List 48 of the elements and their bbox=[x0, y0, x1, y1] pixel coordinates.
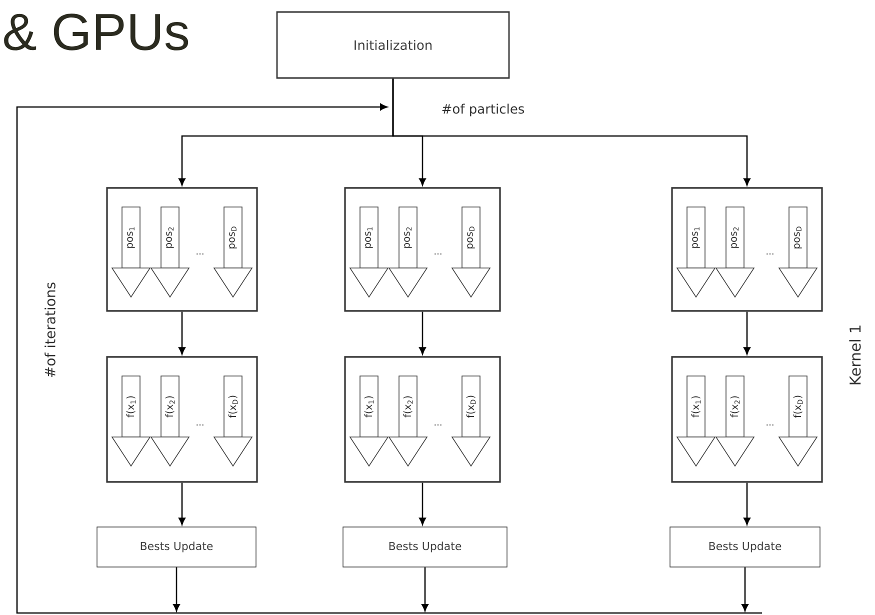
process-box: Bests Update bbox=[96, 526, 256, 568]
arrow bbox=[422, 567, 428, 612]
node-label: pos$_{2}$ bbox=[404, 227, 412, 248]
ellipsis: ... bbox=[196, 424, 204, 426]
ellipsis: ... bbox=[196, 253, 204, 255]
process-box: Initialization bbox=[276, 11, 510, 79]
arrow bbox=[178, 312, 186, 355]
axis-label: Kernel 1 bbox=[849, 326, 861, 384]
arrow bbox=[744, 312, 750, 355]
node-label: pos$_{2}$ bbox=[731, 227, 739, 248]
node-label: f(x$_{1}$) bbox=[126, 396, 136, 418]
node-label: f(x$_{1}$) bbox=[691, 396, 701, 418]
kernel-box bbox=[106, 356, 258, 483]
arrow bbox=[744, 482, 750, 525]
flow-label: #of particles bbox=[442, 104, 524, 116]
node-label: pos$_{D}$ bbox=[467, 226, 475, 248]
title: & GPUs bbox=[4, 14, 188, 50]
arrow bbox=[742, 567, 748, 612]
ellipsis: ... bbox=[766, 424, 774, 426]
node-label: f(x$_{2}$) bbox=[165, 396, 175, 418]
ellipsis: ... bbox=[434, 253, 442, 255]
process-box: Bests Update bbox=[670, 526, 820, 568]
node-label: f(x$_{D}$) bbox=[228, 396, 238, 418]
kernel-box bbox=[344, 356, 501, 483]
node-label: f(x$_{2}$) bbox=[403, 396, 413, 418]
kernel-box bbox=[106, 187, 258, 312]
node-label: pos$_{D}$ bbox=[229, 226, 237, 248]
node-label: pos$_{1}$ bbox=[692, 227, 700, 248]
node-label: f(x$_{2}$) bbox=[730, 396, 740, 418]
kernel-box bbox=[671, 187, 823, 312]
ellipsis: ... bbox=[766, 253, 774, 255]
node-label: f(x$_{D}$) bbox=[466, 396, 476, 418]
node-label: pos$_{1}$ bbox=[365, 227, 373, 248]
process-box: Bests Update bbox=[342, 526, 508, 568]
node-label: pos$_{1}$ bbox=[127, 227, 135, 248]
arrow bbox=[173, 567, 180, 612]
arrow bbox=[392, 78, 750, 186]
node-label: pos$_{D}$ bbox=[794, 226, 802, 248]
arrow bbox=[178, 482, 186, 525]
node-label: f(x$_{1}$) bbox=[364, 396, 374, 418]
arrow bbox=[419, 482, 426, 525]
node-label: pos$_{2}$ bbox=[166, 227, 174, 248]
kernel-box bbox=[344, 187, 501, 312]
axis-label: #of iterations bbox=[44, 282, 56, 377]
arrow bbox=[419, 312, 426, 355]
ellipsis: ... bbox=[434, 424, 442, 426]
node-label: f(x$_{D}$) bbox=[793, 396, 803, 418]
kernel-box bbox=[671, 356, 823, 483]
